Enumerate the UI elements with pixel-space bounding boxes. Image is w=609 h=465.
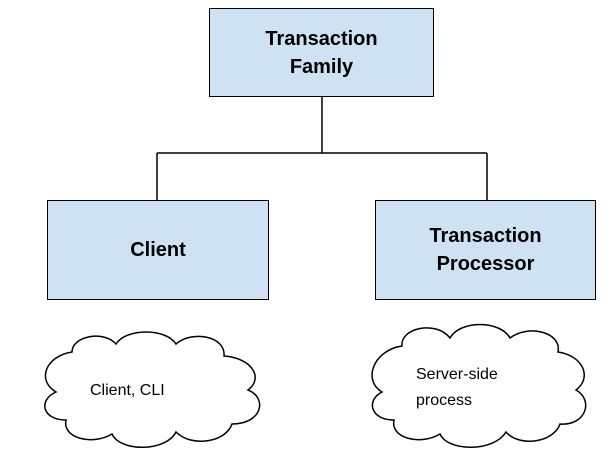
cloud-processor-note-label: Server-side process: [416, 364, 546, 412]
cloud-processor-line2: process: [416, 392, 473, 409]
cloud-client-note: [44, 331, 261, 448]
node-root-line2: Family: [289, 55, 354, 78]
node-client-label: Client: [130, 239, 186, 261]
node-processor-line1: Transaction: [429, 225, 542, 247]
cloud-client-text: Client, CLI: [90, 382, 165, 399]
node-transaction-family: Transaction Family: [209, 8, 434, 97]
cloud-processor-line1: Server-side: [416, 366, 498, 383]
cloud-processor-note: [371, 323, 587, 448]
cloud-client-note-label: Client, CLI: [90, 380, 210, 402]
node-root-line1: Transaction: [265, 27, 378, 50]
node-transaction-processor: Transaction Processor: [375, 200, 596, 300]
node-processor-line2: Processor: [436, 253, 535, 275]
connector-lines: [156, 96, 488, 201]
node-client: Client: [47, 200, 269, 300]
